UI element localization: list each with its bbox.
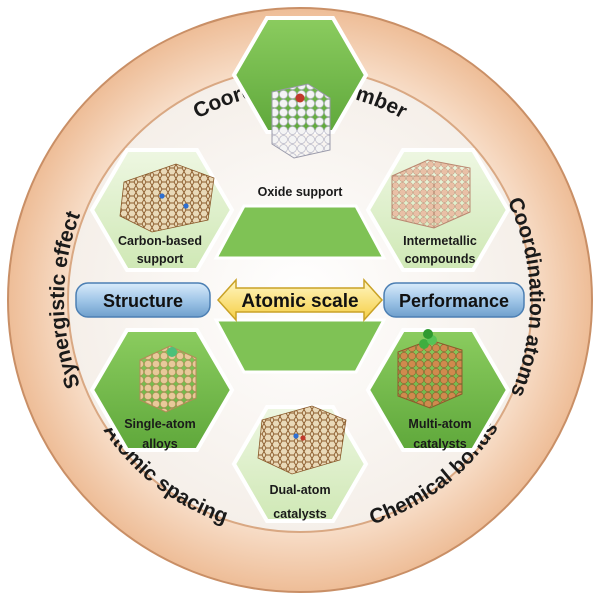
hex-label-line2: alloys <box>142 437 177 451</box>
hex-label: Oxide support <box>258 185 344 199</box>
performance-pill <box>383 282 525 318</box>
cluster-atom-icon <box>419 339 429 349</box>
double-arrow-icon <box>216 278 384 322</box>
copper-cube-icon <box>397 339 463 409</box>
dual-atom-icon <box>293 433 299 439</box>
hex-intermetallic-compounds: Intermetallic compounds <box>365 148 511 272</box>
hex-label-line2: compounds <box>405 252 476 266</box>
hex-label-line2: catalysts <box>273 507 327 521</box>
oxide-cube-icon <box>271 83 331 159</box>
hex-multi-atom-catalysts: Multi-atom catalysts <box>365 328 511 452</box>
hex-label-line1: Carbon-based <box>118 234 202 248</box>
hex-label-line2: support <box>137 252 184 266</box>
hex-carbon-based-support: Carbon-based support <box>89 148 235 272</box>
hex-single-atom-alloys: Single-atom alloys <box>89 328 235 452</box>
structure-pill <box>75 282 211 318</box>
hex-label-line1: Multi-atom <box>408 417 471 431</box>
hex-oxide-support: Oxide support <box>231 16 369 199</box>
dual-atom-icon <box>300 435 306 441</box>
atomic-scale-label: Atomic scale <box>241 291 358 312</box>
dopant-atom-icon <box>295 93 305 103</box>
alloy-cube-icon <box>139 345 197 413</box>
cluster-atom-icon <box>423 329 433 339</box>
hex-label-line1: Intermetallic <box>403 234 477 248</box>
single-atom-icon <box>167 347 177 357</box>
center-trapezoid-bottom <box>213 318 387 374</box>
single-atom-icon <box>183 203 189 209</box>
performance-label: Performance <box>399 291 509 311</box>
hex-dual-atom-catalysts: Dual-atom catalysts <box>231 405 369 523</box>
single-atom-icon <box>159 193 165 199</box>
hex-label-line1: Single-atom <box>124 417 196 431</box>
hex-label-line2: catalysts <box>413 437 467 451</box>
center-trapezoid-top <box>213 204 387 260</box>
hex-shape <box>231 16 369 134</box>
intermetallic-cube-icon <box>391 159 471 229</box>
center-row: Structure Atomic scale Performance <box>75 278 525 322</box>
hex-label-line1: Dual-atom <box>269 483 330 497</box>
structure-label: Structure <box>103 291 183 311</box>
